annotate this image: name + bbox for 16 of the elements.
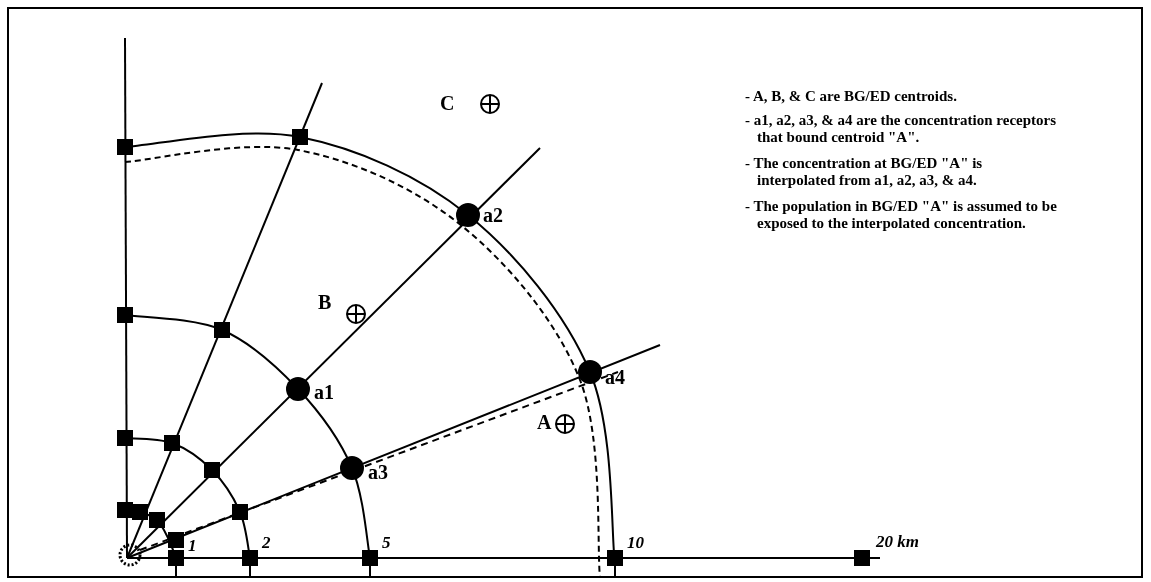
point-label: A [537, 411, 552, 433]
receptor-label: a3 [368, 461, 388, 483]
receptor-label: a4 [605, 366, 625, 388]
distance-label: 2 [262, 534, 271, 553]
note-text: - A, B, & C are BG/ED centroids. [745, 88, 958, 105]
distance-label: 20 km [876, 533, 919, 552]
point-label: C [440, 92, 455, 114]
distance-label: 1 [188, 537, 197, 556]
receptor-label: a1 [314, 381, 334, 403]
point-label: B [318, 291, 332, 313]
note-text: - The population in BG/ED "A" is assumed to be exposed to the interpolated concentration. [745, 198, 1057, 231]
note-text: - a1, a2, a3, & a4 are the concentration receptors that bound centroid "A". [745, 112, 1057, 145]
receptor-label: a2 [483, 204, 503, 226]
note-text: - The concentration at BG/ED "A" is interpolated from a1, a2, a3, & a4. [745, 155, 984, 188]
distance-label: 5 [382, 534, 391, 553]
distance-label: 10 [627, 534, 644, 553]
